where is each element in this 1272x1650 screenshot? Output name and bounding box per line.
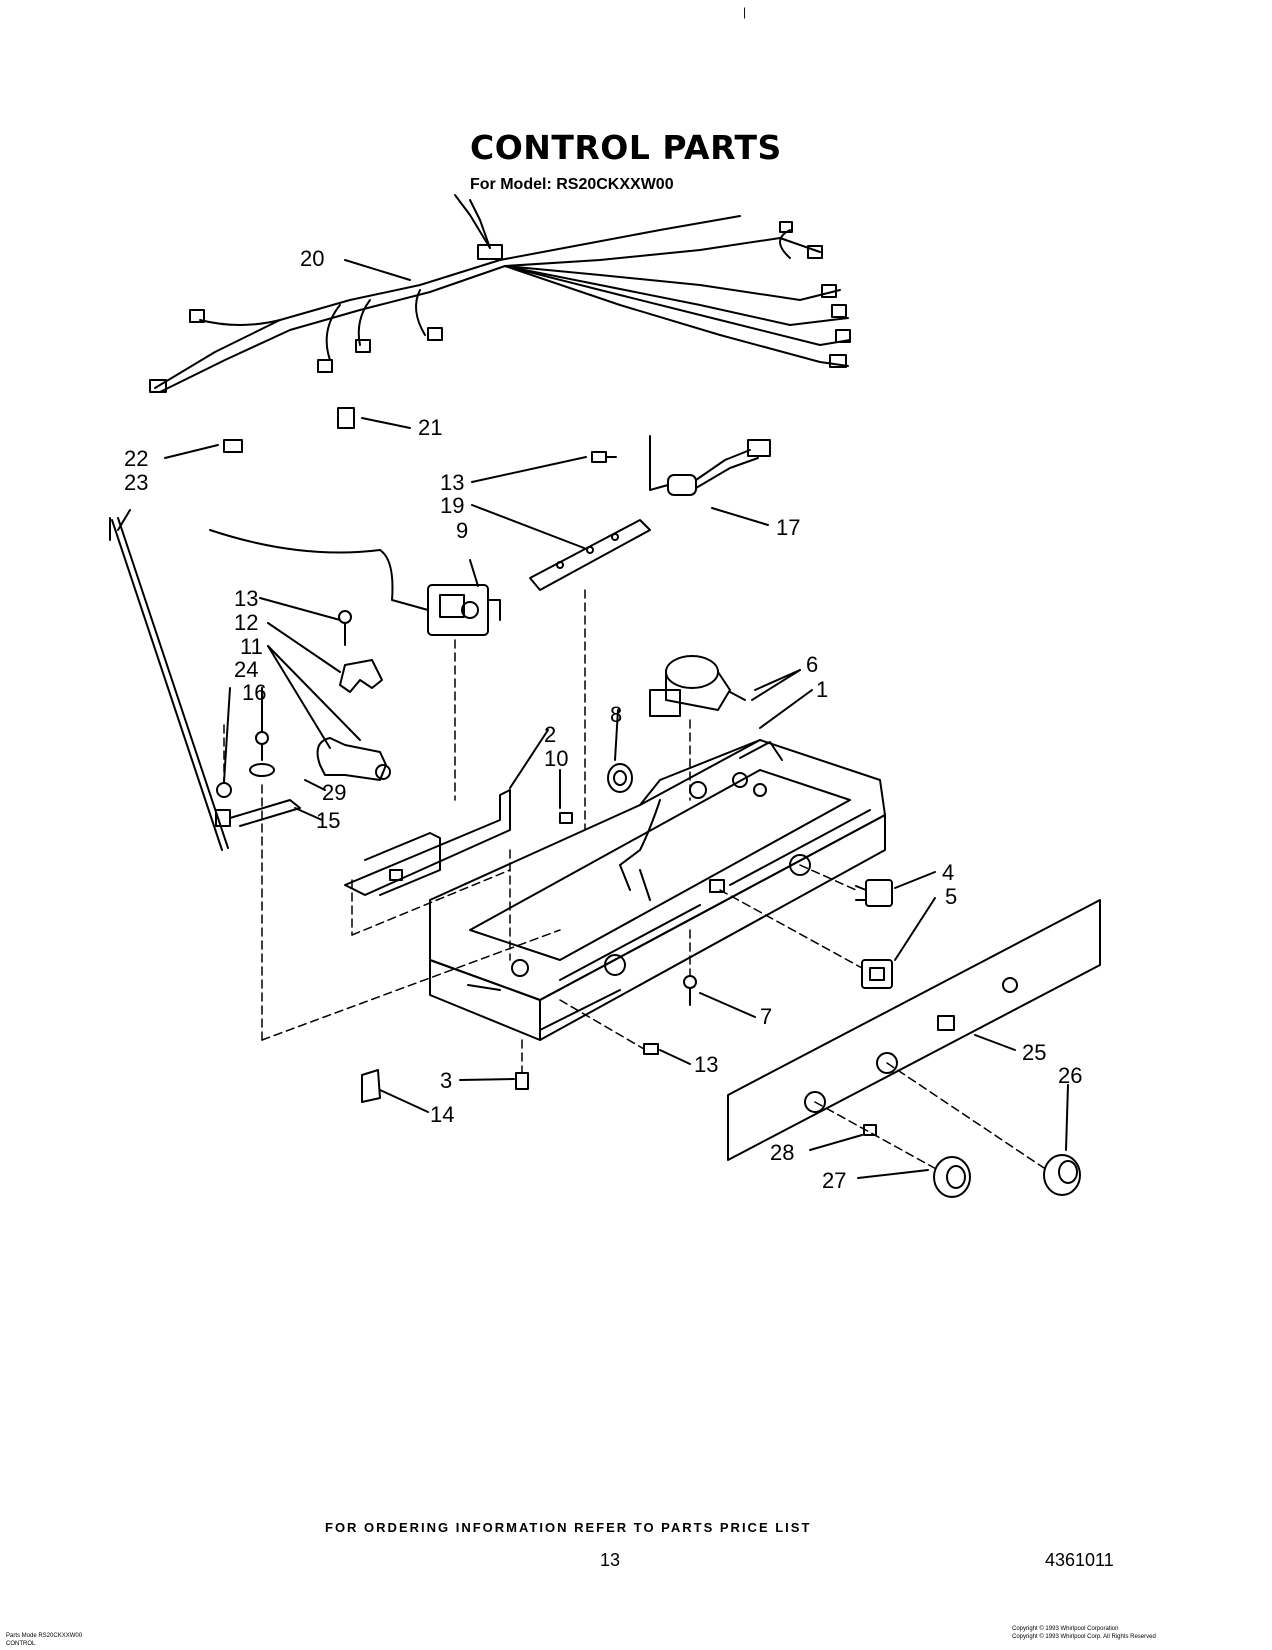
callout-label: 20	[300, 246, 324, 271]
callout-label: 6	[806, 652, 818, 677]
scan-artifact: |	[743, 5, 747, 19]
callout-label: 21	[418, 415, 442, 440]
screw-part-3	[255, 731, 269, 745]
model-subtitle: For Model: RS20CKXXW00	[470, 176, 674, 193]
clip-part	[337, 407, 355, 429]
callout-label: 28	[770, 1140, 794, 1165]
screw-part-2	[338, 610, 352, 646]
defrost-timer-part	[649, 655, 746, 717]
screw-part-6	[643, 1043, 659, 1055]
ordering-note: FOR ORDERING INFORMATION REFER TO PARTS …	[325, 1520, 812, 1535]
corner-meta-left: Parts Mode RS20CKXXW00 CONTROL	[6, 1632, 82, 1648]
callout-label: 22	[124, 446, 148, 471]
bracket-part	[339, 659, 383, 693]
callout-label: 24	[234, 657, 258, 682]
callout-label: 23	[124, 470, 148, 495]
page-number: 13	[600, 1550, 621, 1570]
light-switch-part	[855, 879, 893, 907]
callout-label: 13	[440, 470, 464, 495]
screw-part-4	[559, 812, 573, 824]
switch-part	[209, 529, 501, 636]
callout-label: 7	[760, 1004, 772, 1029]
fan-switch-part	[861, 959, 893, 989]
control-knob-part	[1043, 1154, 1081, 1196]
lever-part	[215, 799, 301, 827]
callout-label: 14	[430, 1102, 454, 1127]
mounting-plate-part	[344, 789, 511, 896]
page-title: CONTROL PARTS	[470, 128, 782, 167]
callout-label: 4	[942, 860, 954, 885]
screw-part-5	[683, 975, 697, 1006]
callout-label: 29	[322, 780, 346, 805]
control-rod-part	[109, 517, 229, 851]
callout-label: 26	[1058, 1063, 1082, 1088]
callout-label: 25	[1022, 1040, 1046, 1065]
callout-label: 8	[610, 702, 622, 727]
small-clip-part	[223, 439, 243, 453]
callout-label: 11	[240, 634, 263, 659]
control-panel-part	[727, 899, 1101, 1161]
document-number: 4361011	[1045, 1550, 1114, 1570]
control-housing-part	[429, 739, 886, 1041]
corner-meta-left-line: Parts Mode RS20CKXXW00	[6, 1633, 83, 1639]
wire-harness-part	[149, 194, 851, 393]
callout-label: 13	[234, 586, 258, 611]
copyright-line: Copyright © 1993 Whirlpool Corp. All Rig…	[1012, 1634, 1156, 1640]
callout-label: 16	[242, 680, 266, 705]
sensor-part	[649, 435, 771, 496]
callout-label: 3	[440, 1068, 452, 1093]
thermostat-part	[316, 737, 391, 781]
grommet-part	[607, 763, 633, 793]
callout-label: 9	[456, 518, 468, 543]
screw-part	[591, 451, 617, 463]
callout-label: 19	[440, 493, 464, 518]
washer-part	[216, 782, 232, 798]
spring-clip-part	[361, 1069, 381, 1103]
copyright-line: Copyright © 1993 Whirlpool Corporation	[1012, 1626, 1119, 1632]
light-bar-part	[529, 519, 651, 591]
corner-meta-right: Copyright © 1993 Whirlpool Corporation C…	[1012, 1625, 1156, 1641]
washer-part-3	[863, 1124, 877, 1136]
control-knob-part-2	[933, 1156, 971, 1198]
callout-label: 27	[822, 1168, 846, 1193]
corner-meta-left-line: CONTROL	[6, 1641, 36, 1647]
screw-part-7	[515, 1072, 529, 1090]
callout-label: 2	[544, 722, 556, 747]
callout-label: 17	[776, 515, 800, 540]
callout-label: 5	[945, 884, 957, 909]
washer-part-2	[249, 763, 275, 777]
callout-label: 15	[316, 808, 340, 833]
callout-label: 1	[816, 677, 828, 702]
callout-label: 10	[544, 746, 568, 771]
callout-label: 12	[234, 610, 258, 635]
callout-labels: 20 21 22 23 13 19 17 9 13 12 11 24 16 6 …	[124, 246, 1082, 1193]
callout-label: 13	[694, 1052, 718, 1077]
